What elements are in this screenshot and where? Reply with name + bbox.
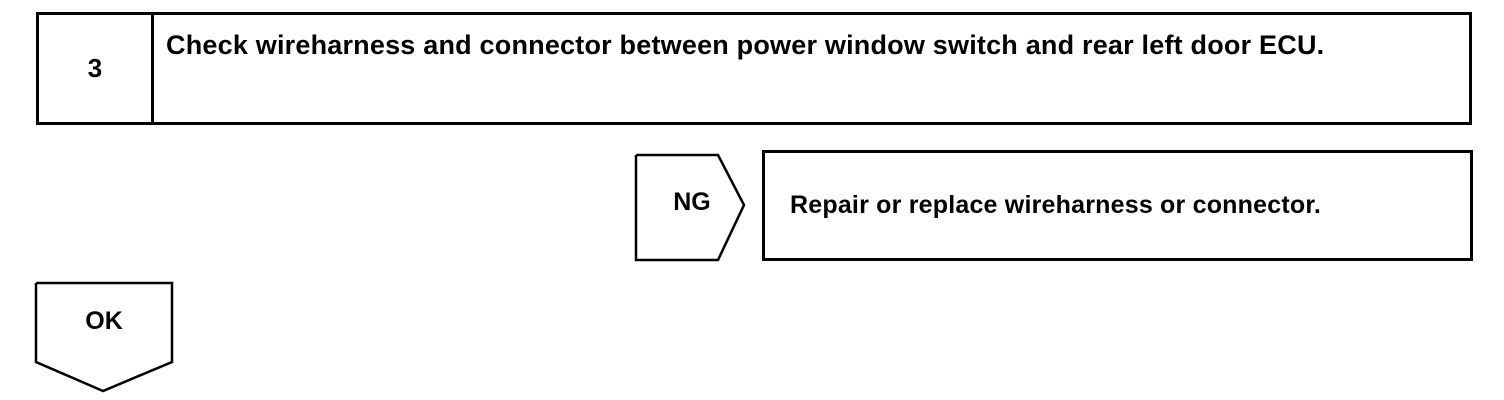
step-number: 3 bbox=[39, 15, 154, 122]
ng-action-box: Repair or replace wireharness or connect… bbox=[762, 150, 1473, 261]
step-box: 3 Check wireharness and connector betwee… bbox=[36, 12, 1472, 125]
ng-label: NG bbox=[673, 188, 711, 216]
step-title: Check wireharness and connector between … bbox=[166, 30, 1325, 60]
ng-action-text: Repair or replace wireharness or connect… bbox=[790, 191, 1322, 219]
ok-label: OK bbox=[85, 307, 123, 335]
